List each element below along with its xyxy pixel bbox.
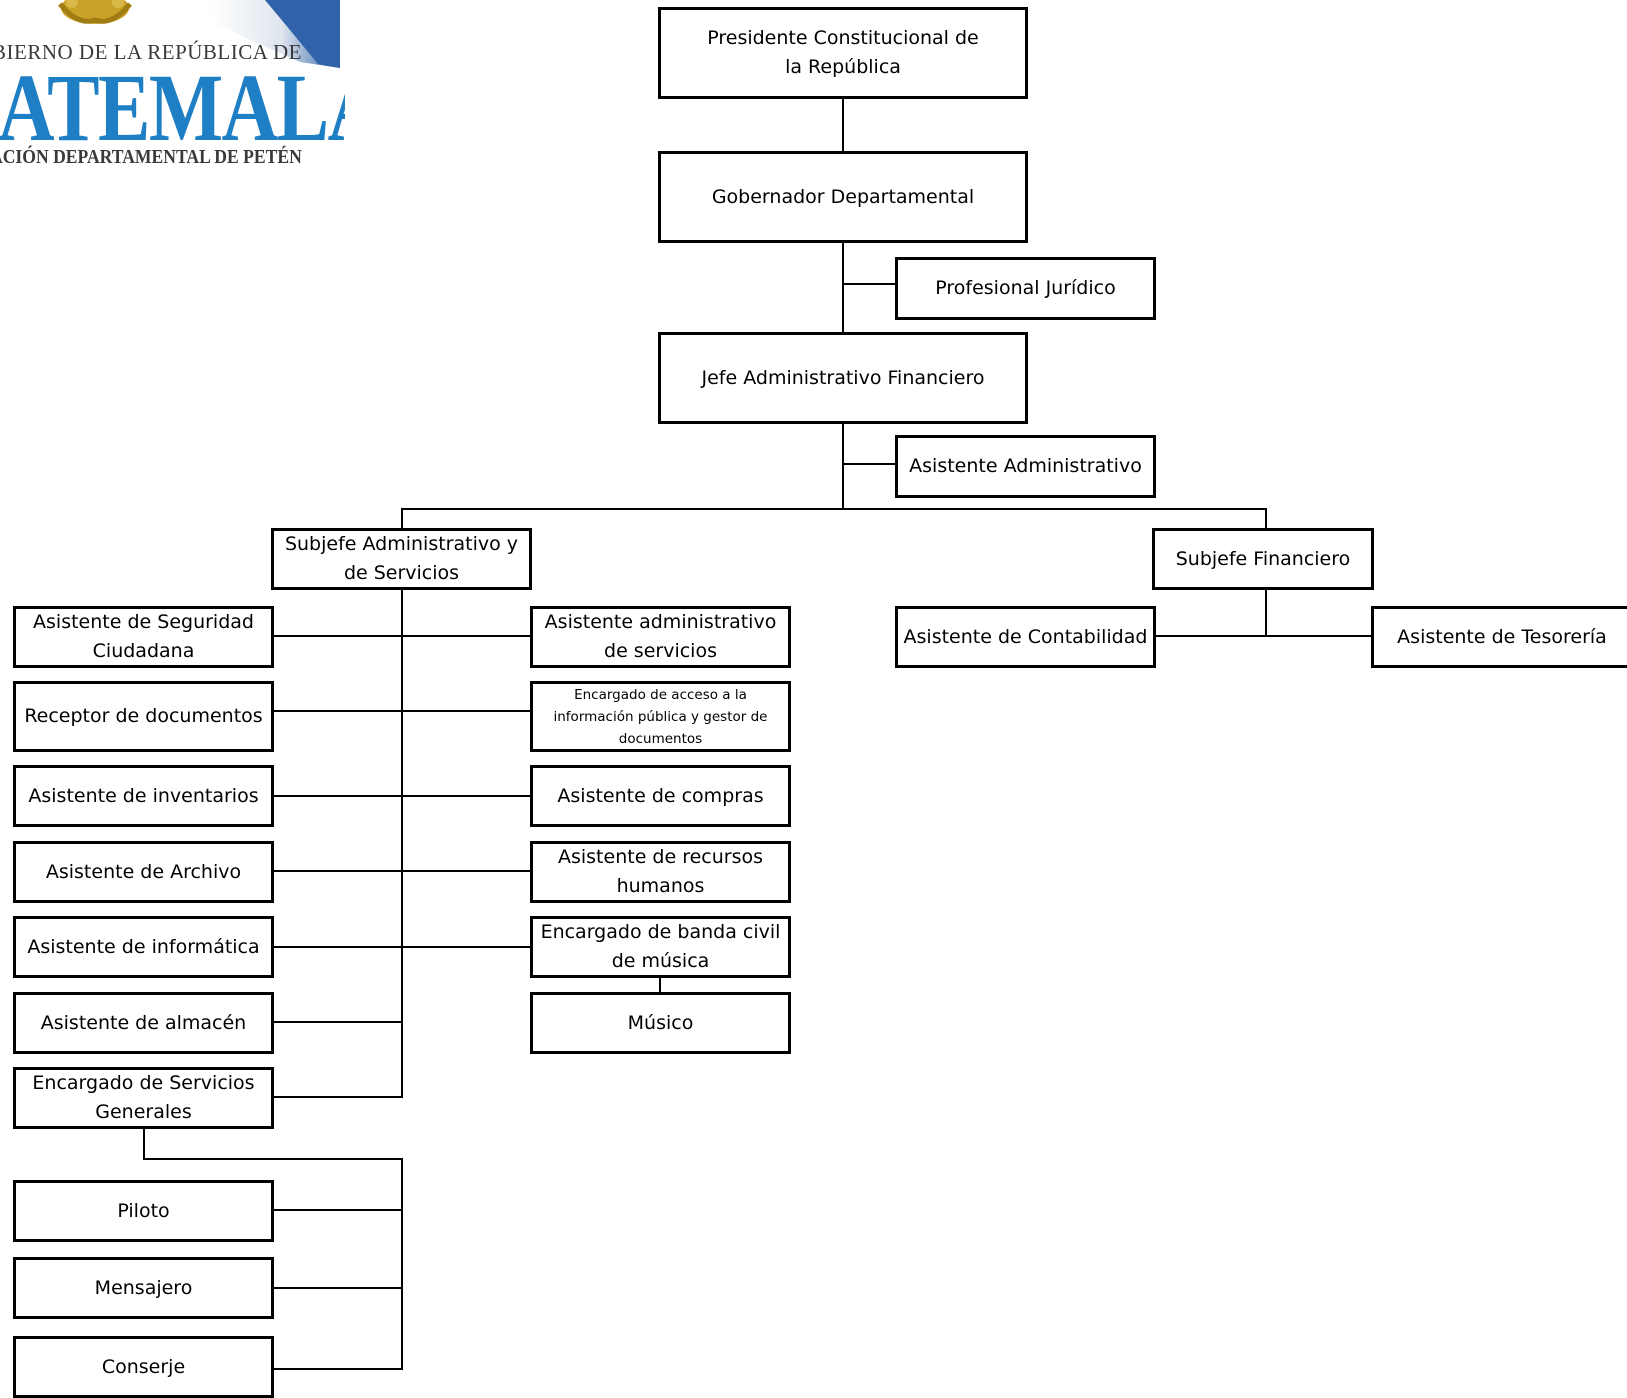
connector (842, 241, 844, 332)
connector (1265, 508, 1267, 528)
connector (842, 463, 897, 465)
org-box-mensajero: Mensajero (13, 1257, 274, 1319)
org-box-subjefe-financiero: Subjefe Financiero (1152, 528, 1374, 590)
connector (1153, 635, 1373, 637)
connector (842, 422, 844, 510)
connector (401, 590, 403, 1098)
org-box-left-4: Asistente de informática (13, 916, 274, 978)
org-box-conserje: Conserje (13, 1336, 274, 1398)
connector (272, 1096, 403, 1098)
org-box-left-2: Asistente de inventarios (13, 765, 274, 827)
org-box-right-4: Encargado de banda civil de música (530, 916, 791, 978)
org-box-left-1: Receptor de documentos (13, 681, 274, 752)
org-box-asistente-tesoreria: Asistente de Tesorería (1371, 606, 1627, 668)
connector (842, 283, 897, 285)
org-box-piloto: Piloto (13, 1180, 274, 1242)
connector (143, 1158, 403, 1160)
org-box-right-1: Encargado de acceso a la información púb… (530, 681, 791, 752)
connector (842, 97, 844, 151)
org-box-left-5: Asistente de almacén (13, 992, 274, 1054)
org-box-left-6: Encargado de Servicios Generales (13, 1067, 274, 1129)
org-box-jefe-administrativo-financiero: Jefe Administrativo Financiero (658, 332, 1028, 424)
org-box-right-3: Asistente de recursos humanos (530, 841, 791, 903)
org-box-asistente-administrativo: Asistente Administrativo (895, 435, 1156, 498)
connector (272, 1368, 403, 1370)
connector (272, 870, 532, 872)
seal-icon (58, 0, 132, 24)
connector (272, 1209, 403, 1211)
connector (401, 1158, 403, 1370)
org-box-right-5: Músico (530, 992, 791, 1054)
connector (272, 635, 532, 637)
logo-line-2: JATEMALA (0, 54, 345, 161)
logo-line-3: ACIÓN DEPARTAMENTAL DE PETÉN (0, 146, 302, 168)
org-box-left-3: Asistente de Archivo (13, 841, 274, 903)
connector (401, 508, 403, 528)
connector (272, 795, 532, 797)
connector (272, 1287, 403, 1289)
org-box-profesional-juridico: Profesional Jurídico (895, 257, 1156, 320)
logo-graphic (58, 0, 340, 68)
org-box-subjefe-administrativo: Subjefe Administrativo y de Servicios (271, 528, 532, 590)
logo: BIERNO DE LA REPÚBLICA DE JATEMALA ACIÓN… (0, 0, 345, 185)
logo-line-1: BIERNO DE LA REPÚBLICA DE (0, 40, 303, 64)
connector (1265, 590, 1267, 637)
connector (272, 710, 532, 712)
org-box-gobernador: Gobernador Departamental (658, 151, 1028, 243)
connector (272, 1021, 403, 1023)
connector (272, 946, 532, 948)
org-box-asistente-contabilidad: Asistente de Contabilidad (895, 606, 1156, 668)
org-box-left-0: Asistente de Seguridad Ciudadana (13, 606, 274, 668)
org-box-right-2: Asistente de compras (530, 765, 791, 827)
connector (143, 1128, 145, 1160)
connector (659, 976, 661, 992)
org-box-presidente: Presidente Constitucional de la Repúblic… (658, 7, 1028, 99)
org-box-right-0: Asistente administrativo de servicios (530, 606, 791, 668)
connector (401, 508, 1267, 510)
